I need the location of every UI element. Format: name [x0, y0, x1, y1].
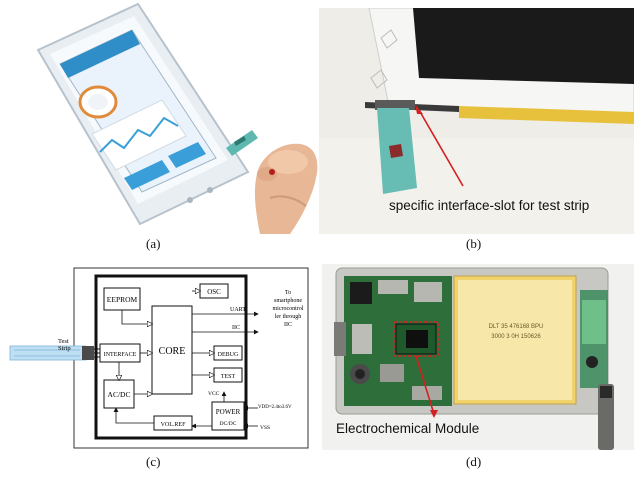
test-strip-diagram: Test Strip	[9, 338, 100, 361]
panel-d-photo: DLT 35 476168 BPU 3000 3 0H 150626 Elect…	[322, 264, 634, 450]
debug-label: DEBUG	[218, 352, 239, 358]
test-strip-inserted	[226, 130, 258, 156]
phone-slot-illustration	[319, 8, 634, 234]
panel-a-photo	[20, 2, 320, 234]
finger-with-blood-drop	[254, 143, 318, 234]
smartphone	[36, 2, 250, 226]
screen-button-right	[168, 142, 206, 168]
test-label: TEST	[221, 374, 236, 380]
panel-c-block-diagram: EEPROM CORE OSC INTERFACE AC/DC DEBUG TE…	[4, 264, 314, 454]
eeprom-label: EEPROM	[107, 295, 138, 304]
smartphone-target-text: To smartphone microcontrol ler through I…	[273, 290, 304, 328]
module-annotation: Electrochemical Module	[336, 421, 480, 436]
core-label: CORE	[159, 346, 186, 357]
pcb-illustration: DLT 35 476168 BPU 3000 3 0H 150626	[334, 267, 614, 450]
interface-slot	[375, 100, 415, 110]
svg-text:Strip: Strip	[58, 345, 71, 352]
osc-label: OSC	[207, 288, 221, 296]
caption-a: (a)	[146, 236, 161, 251]
uart-label: UART	[230, 307, 246, 313]
slot-annotation: specific interface-slot for test strip	[389, 198, 590, 213]
volref-to-acdc	[113, 407, 154, 424]
phone-screen-black	[413, 8, 634, 84]
acdc-label: AC/DC	[108, 390, 131, 399]
volref-label: VOL.REF	[161, 422, 186, 428]
iic-label: IIC	[232, 325, 240, 331]
dcdc-label: DC/DC	[220, 421, 237, 427]
power-label: POWER	[216, 408, 241, 416]
module-annotation-arrow	[415, 355, 435, 415]
svg-text:microcontrol: microcontrol	[273, 306, 304, 312]
svg-text:smartphone: smartphone	[274, 298, 302, 304]
block-diagram: EEPROM CORE OSC INTERFACE AC/DC DEBUG TE…	[9, 267, 309, 449]
svg-text:IIC: IIC	[284, 322, 292, 328]
internal-bus-arrows	[119, 291, 214, 394]
core-block	[151, 305, 193, 395]
module-chip	[406, 330, 428, 348]
caption-b: (b)	[466, 236, 482, 251]
power-block	[211, 401, 245, 431]
smartphone-illustration	[36, 2, 318, 234]
vcc-label: VCC	[208, 391, 220, 397]
caption-d: (d)	[466, 454, 482, 469]
svg-text:To: To	[285, 290, 291, 296]
panel-b-photo: specific interface-slot for test strip	[319, 8, 634, 234]
caption-c: (c)	[146, 454, 161, 469]
vss-label: VSS	[260, 425, 270, 431]
battery-text-1: DLT 35 476168 BPU	[489, 324, 544, 330]
battery-text-2: 3000 3 0H 150626	[491, 334, 541, 340]
svg-text:ler through: ler through	[275, 314, 302, 320]
vdd-label: VDD=2.4to3.6V	[258, 405, 292, 410]
blood-drop	[269, 169, 275, 175]
phone-yellow-edge	[459, 106, 634, 124]
screen-chart-line	[99, 116, 179, 153]
screen-button-left	[124, 160, 170, 190]
svg-text:Test: Test	[58, 338, 69, 345]
annotation-arrow	[418, 109, 464, 187]
interface-label: INTERFACE	[104, 352, 137, 358]
